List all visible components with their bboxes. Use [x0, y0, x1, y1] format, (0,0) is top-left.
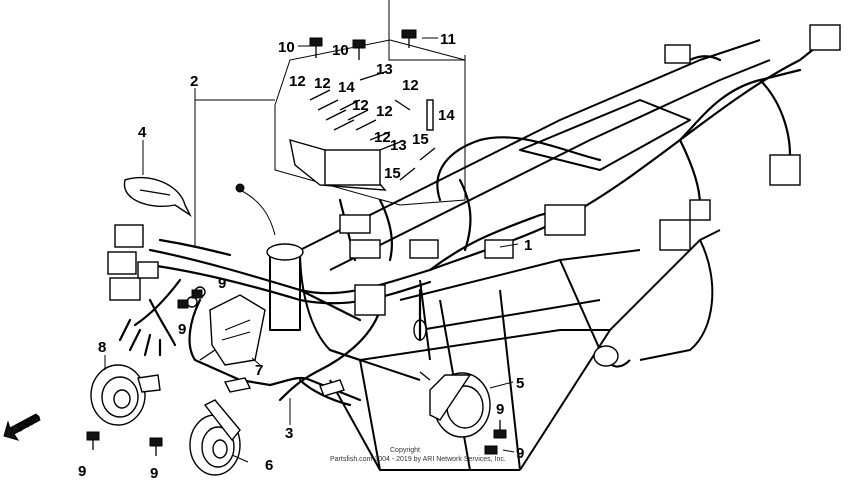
callout-12b: 12: [314, 75, 331, 92]
callout-9c: 9: [78, 463, 86, 480]
callout-13a: 13: [376, 61, 393, 78]
callout-12c: 12: [402, 77, 419, 94]
callout-3: 3: [285, 425, 293, 442]
bolts: [86, 29, 507, 456]
fuse-box-assembly: [274, 39, 466, 206]
copyright-line-1: Copyright: [390, 447, 420, 454]
callout-10b: 10: [332, 42, 349, 59]
callout-9e: 9: [496, 401, 504, 418]
callout-10a: 10: [278, 39, 295, 56]
callout-14b: 14: [438, 107, 455, 124]
bolt-11: [401, 29, 417, 48]
regulator-7: [199, 294, 266, 366]
fuse-pins: [309, 71, 436, 181]
callout-5: 5: [516, 375, 524, 392]
bolt-9b: [177, 299, 189, 309]
bolt-10a: [309, 37, 323, 58]
callout-11: 11: [440, 31, 456, 48]
callout-9f: 9: [516, 445, 524, 462]
callout-labels: 1 2 3 4 5 6 7 8 9 9 9 9 9 9 9 10 10 11 1…: [78, 31, 532, 482]
callout-6: 6: [265, 457, 273, 474]
callout-15b: 15: [384, 165, 401, 182]
clamp-4: [123, 176, 192, 218]
horn-8: [90, 364, 161, 426]
fwd-direction-arrow: FWD: [3, 412, 44, 441]
copyright-watermark: Copyright Partsfish.com 2004 - 2019 by A…: [330, 447, 506, 463]
leader-lines: [104, 0, 519, 463]
callout-12e: 12: [376, 103, 393, 120]
callout-9d: 9: [150, 465, 158, 482]
callout-12d: 12: [352, 97, 369, 114]
callout-13b: 13: [390, 137, 407, 154]
frame: [266, 39, 771, 471]
callout-4: 4: [138, 124, 147, 141]
horn-5: [419, 371, 491, 438]
horn-6: [189, 399, 241, 476]
copyright-line-2: Partsfish.com 2004 - 2019 by ARI Network…: [330, 456, 506, 463]
callout-9b: 9: [178, 321, 186, 338]
wire-3: [223, 377, 345, 397]
bolt-9c: [86, 431, 100, 450]
callout-12f: 12: [374, 129, 391, 146]
bolt-9a: [191, 289, 203, 299]
bolt-9d: [149, 437, 163, 456]
callout-7: 7: [255, 362, 263, 379]
bolt-9f: [484, 445, 498, 455]
fwd-label: FWD: [16, 412, 44, 435]
bolt-9e: [493, 420, 507, 439]
callout-15a: 15: [412, 131, 429, 148]
bolt-10b: [352, 39, 366, 60]
callout-2: 2: [190, 73, 198, 90]
callout-9a: 9: [218, 275, 226, 292]
callout-8: 8: [98, 339, 106, 356]
connectors: [107, 24, 841, 316]
callout-14a: 14: [338, 79, 355, 96]
callout-1: 1: [524, 237, 532, 254]
callout-12a: 12: [289, 73, 306, 90]
